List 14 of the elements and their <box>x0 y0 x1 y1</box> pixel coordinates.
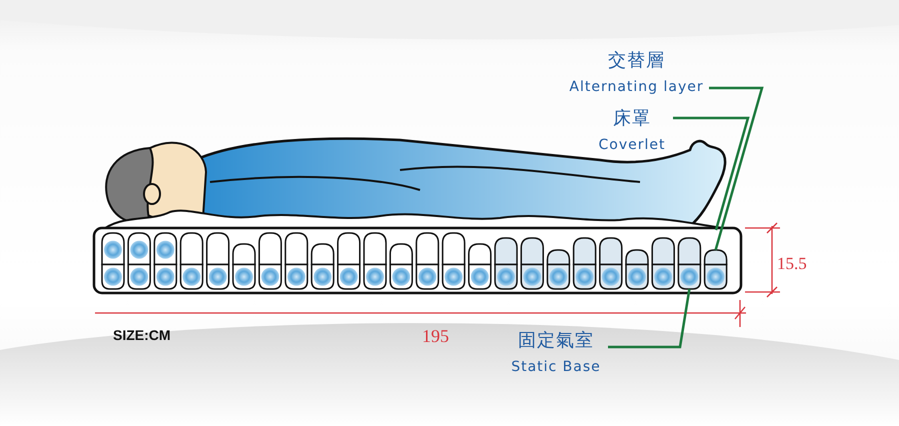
leader-line <box>673 116 750 230</box>
leader-line <box>709 86 764 250</box>
air-cell <box>678 264 702 290</box>
leader-line <box>608 288 691 348</box>
part-name: 交替層 <box>608 50 665 72</box>
part-name: 固定氣室 <box>518 330 594 352</box>
unit-note: SIZE:CM <box>113 327 171 343</box>
part-name: Static Base <box>511 358 601 376</box>
part-name: Alternating layer <box>569 78 704 96</box>
dimension-label: 195 <box>422 326 449 347</box>
part-name: 床罩 <box>613 108 651 130</box>
dimension-label: 15.5 <box>777 254 807 274</box>
air-cell <box>704 249 728 266</box>
part-name: Coverlet <box>598 136 666 154</box>
